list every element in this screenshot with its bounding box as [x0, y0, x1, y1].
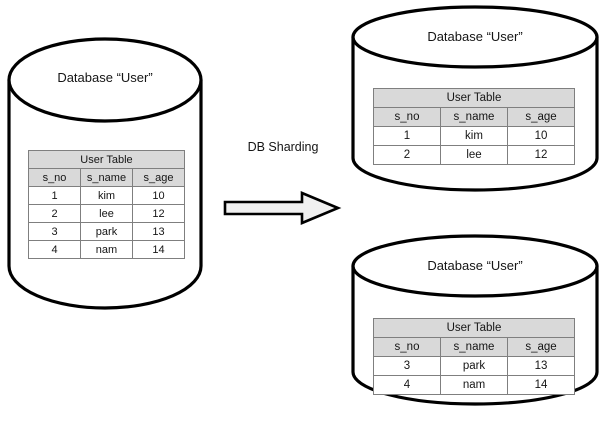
cell-s-no: 2 [373, 145, 441, 165]
cell-s-age: 12 [132, 204, 185, 223]
table-row: 1 kim 10 [28, 186, 185, 205]
cell-s-name: kim [80, 186, 133, 205]
cell-s-age: 13 [507, 356, 575, 376]
cell-s-no: 4 [28, 240, 81, 259]
table-title-row: User Table [373, 88, 575, 108]
table-row: 4 nam 14 [28, 240, 185, 259]
column-header-s-age: s_age [507, 107, 575, 127]
cell-s-name: nam [80, 240, 133, 259]
cell-s-name: nam [440, 375, 508, 395]
cell-s-age: 12 [507, 145, 575, 165]
table-title-row: User Table [28, 150, 185, 169]
cell-s-no: 3 [373, 356, 441, 376]
cell-s-name: kim [440, 126, 508, 146]
column-header-s-no: s_no [373, 337, 441, 357]
source-database-label: Database “User” [57, 70, 153, 85]
table-title: User Table [28, 150, 185, 169]
shard-bottom-user-table: User Table s_no s_name s_age 3 park 13 4… [373, 318, 575, 395]
cell-s-age: 10 [132, 186, 185, 205]
table-header-row: s_no s_name s_age [373, 337, 575, 357]
cell-s-age: 13 [132, 222, 185, 241]
cell-s-age: 14 [132, 240, 185, 259]
shard-bottom-database-label: Database “User” [427, 258, 523, 273]
table-row: 4 nam 14 [373, 375, 575, 395]
table-title: User Table [373, 88, 575, 108]
table-row: 3 park 13 [373, 356, 575, 376]
table-title: User Table [373, 318, 575, 338]
column-header-s-age: s_age [132, 168, 185, 187]
column-header-s-name: s_name [440, 337, 508, 357]
column-header-s-no: s_no [28, 168, 81, 187]
cell-s-no: 3 [28, 222, 81, 241]
column-header-s-name: s_name [440, 107, 508, 127]
db-sharding-arrow [222, 190, 342, 226]
column-header-s-no: s_no [373, 107, 441, 127]
db-sharding-label: DB Sharding [247, 140, 319, 154]
table-row: 1 kim 10 [373, 126, 575, 146]
table-header-row: s_no s_name s_age [28, 168, 185, 187]
source-user-table: User Table s_no s_name s_age 1 kim 10 2 … [28, 150, 185, 259]
table-row: 2 lee 12 [373, 145, 575, 165]
shard-top-user-table: User Table s_no s_name s_age 1 kim 10 2 … [373, 88, 575, 165]
cell-s-no: 4 [373, 375, 441, 395]
column-header-s-age: s_age [507, 337, 575, 357]
table-title-row: User Table [373, 318, 575, 338]
cell-s-name: lee [440, 145, 508, 165]
table-row: 2 lee 12 [28, 204, 185, 223]
right-arrow-icon [223, 191, 342, 225]
cell-s-name: park [440, 356, 508, 376]
cell-s-name: park [80, 222, 133, 241]
cell-s-age: 10 [507, 126, 575, 146]
cell-s-no: 1 [373, 126, 441, 146]
table-row: 3 park 13 [28, 222, 185, 241]
cell-s-no: 2 [28, 204, 81, 223]
cell-s-age: 14 [507, 375, 575, 395]
shard-top-database-label: Database “User” [427, 29, 523, 44]
cell-s-name: lee [80, 204, 133, 223]
column-header-s-name: s_name [80, 168, 133, 187]
cell-s-no: 1 [28, 186, 81, 205]
table-header-row: s_no s_name s_age [373, 107, 575, 127]
